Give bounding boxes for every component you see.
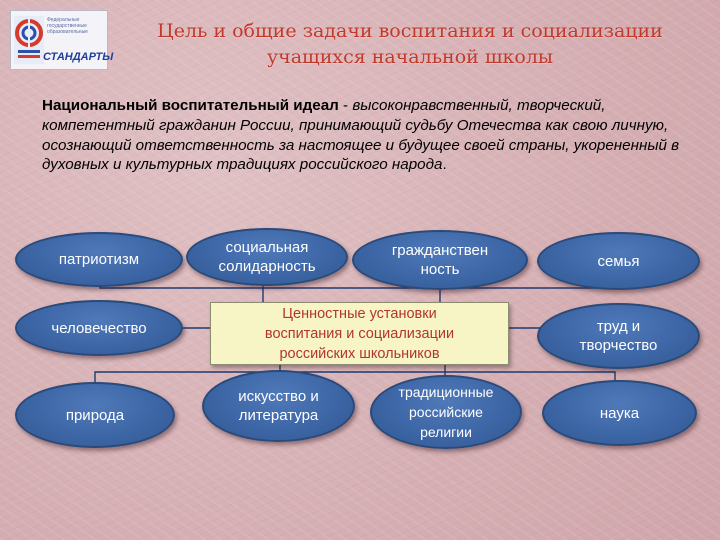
ideal-term: Национальный воспитательный идеал: [42, 97, 339, 114]
value-label: творчество: [579, 337, 658, 354]
ideal-end: .: [442, 156, 447, 174]
logo-wordmark: СТАНДАРТЫ: [43, 51, 114, 63]
logo-line-1: Федеральные: [47, 17, 80, 23]
value-social-solidarity: социальная солидарность: [186, 228, 348, 286]
core-values-line-1: Ценностные установки: [282, 305, 437, 322]
value-religions: традиционные российские религии: [370, 375, 522, 449]
core-values-line-3: российских школьников: [279, 345, 440, 362]
logo-caption: Федеральные государственные образователь…: [47, 17, 105, 35]
value-label: традиционные: [398, 384, 494, 400]
value-label: семья: [597, 252, 640, 270]
value-label: гражданствен: [391, 242, 489, 259]
value-label: патриотизм: [58, 251, 140, 268]
connector-bottom-frame: [94, 371, 616, 386]
standards-emblem-icon: [14, 16, 44, 64]
core-values-box: Ценностные установки воспитания и социал…: [210, 302, 509, 365]
value-label: литература: [238, 407, 319, 424]
value-humanity: человечество: [15, 300, 183, 356]
value-label: социальная: [225, 239, 309, 256]
value-family: семья: [537, 232, 700, 290]
value-label: искусство и: [238, 388, 319, 405]
value-label: природа: [65, 406, 125, 424]
value-citizenship: гражданствен ность: [352, 230, 528, 290]
value-science: наука: [542, 380, 697, 446]
fgos-logo: Федеральные государственные образователь…: [10, 10, 113, 70]
slide-title-line-2: учащихся начальной школы: [266, 46, 554, 68]
value-label: солидарность: [218, 258, 316, 275]
value-nature: природа: [15, 382, 175, 448]
ideal-separator: -: [338, 97, 353, 114]
value-label: ность: [420, 261, 460, 278]
national-ideal-text: Национальный воспитательный идеал - высо…: [42, 96, 682, 175]
value-label: труд и: [596, 318, 641, 335]
value-work-creativity: труд и творчество: [537, 303, 700, 369]
slide-title-line-1: Цель и общие задачи воспитания и социали…: [157, 20, 663, 42]
value-label: религии: [420, 424, 472, 440]
value-label: российские: [409, 404, 483, 420]
logo-line-2: государственные: [47, 23, 87, 29]
value-label: наука: [599, 404, 640, 422]
connector-top-frame: [99, 274, 621, 289]
core-values-line-2: воспитания и социализации: [264, 325, 455, 342]
value-art-literature: искусство и литература: [202, 370, 355, 442]
logo-line-3: образовательные: [47, 29, 88, 35]
slide-title: Цель и общие задачи воспитания и социали…: [110, 18, 710, 70]
value-patriotism: патриотизм: [15, 232, 183, 287]
ideal-definition: высоконравственный, творческий, компетен…: [42, 97, 680, 174]
value-label: человечество: [51, 319, 147, 337]
